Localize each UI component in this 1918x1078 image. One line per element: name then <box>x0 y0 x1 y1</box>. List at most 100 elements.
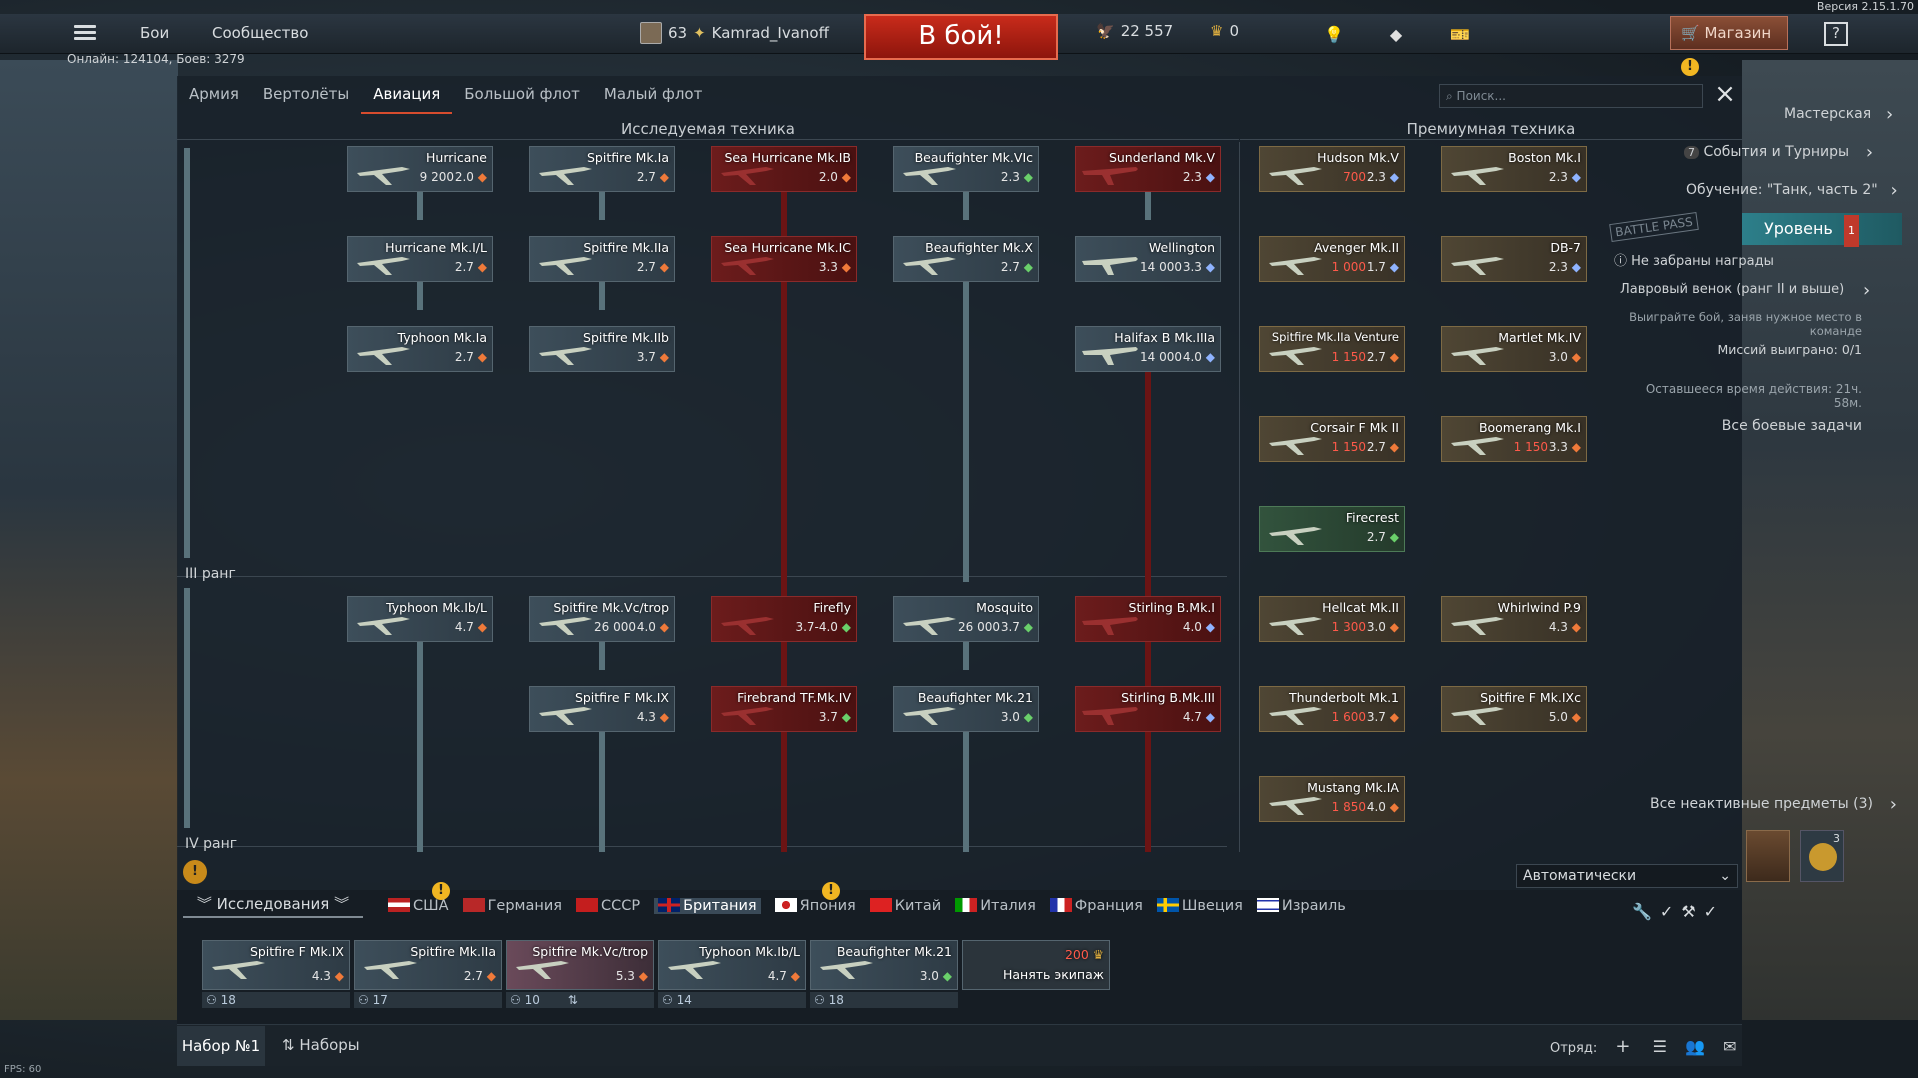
help-button[interactable]: ? <box>1824 22 1848 46</box>
research-toggle[interactable]: ︾ Исследования ︾ <box>183 890 363 918</box>
tab-army[interactable]: Армия <box>189 85 239 103</box>
unclaimed-rewards[interactable]: ⓘ Не забраны награды <box>1614 254 1774 269</box>
decal-icon[interactable]: ◆ <box>1389 24 1403 44</box>
plane-icon <box>1269 257 1322 275</box>
country-italy[interactable]: Италия <box>955 898 1036 914</box>
tab-helicopters[interactable]: Вертолёты <box>262 85 350 103</box>
nav-battles[interactable]: Бои <box>140 24 170 42</box>
country-france[interactable]: Франция <box>1049 898 1143 914</box>
country-japan[interactable]: Япония <box>774 898 856 914</box>
menu-icon[interactable] <box>74 25 96 41</box>
lightbulb-icon[interactable]: 💡 <box>1324 24 1344 44</box>
workshop-link[interactable]: Мастерская› <box>1784 104 1894 125</box>
avatar <box>640 22 662 44</box>
plane-icon <box>1269 617 1322 635</box>
close-icon[interactable]: × <box>1714 79 1736 109</box>
country-china[interactable]: Китай <box>869 898 941 914</box>
nav-community[interactable]: Сообщество <box>212 24 309 42</box>
section-divider <box>1239 142 1240 852</box>
hire-crew-slot[interactable]: 200 ♛Нанять экипаж <box>962 940 1110 1012</box>
country-sweden[interactable]: Швеция <box>1156 898 1243 914</box>
list-icon[interactable]: ☰ <box>1652 1037 1667 1056</box>
item-slot-booster[interactable] <box>1746 830 1790 882</box>
shop-button[interactable]: 🛒 Магазин ! <box>1670 16 1788 76</box>
presets-button[interactable]: ⇅ Наборы <box>282 1036 360 1054</box>
mail-icon[interactable]: ✉ <box>1723 1037 1737 1056</box>
country-ussr[interactable]: СССР <box>575 898 640 914</box>
training-link[interactable]: Обучение: "Танк, часть 2"› <box>1686 180 1898 201</box>
missions-progress: Миссий выиграно: 0/1 <box>1717 342 1862 357</box>
chevron-right-icon: › <box>1889 794 1897 815</box>
laurel-task[interactable]: Лавровый венок (ранг II и выше)› <box>1620 280 1871 301</box>
add-icon[interactable]: + <box>1615 1036 1631 1057</box>
search-input[interactable]: ⌕ Поиск... <box>1439 84 1703 108</box>
coupon-icon[interactable]: 🎫 <box>1450 24 1470 44</box>
tab-coastal-fleet[interactable]: Малый флот <box>603 85 703 103</box>
warning-icon[interactable]: ! <box>183 860 207 884</box>
tab-bluewater-fleet[interactable]: Большой флот <box>464 85 580 103</box>
plane-icon <box>357 617 410 635</box>
squad-controls: Отряд: + ☰ 👥 ✉ <box>1550 1036 1737 1057</box>
item-slot-medal[interactable]: 3 <box>1800 830 1844 882</box>
preset-button[interactable]: Набор №1 <box>177 1026 265 1066</box>
events-link[interactable]: 7 События и Турниры› <box>1684 142 1873 163</box>
country-israel[interactable]: Израиль <box>1256 898 1346 914</box>
tree-connector <box>417 192 423 220</box>
battlepass-level-button[interactable]: Уровень 1 <box>1742 213 1902 247</box>
country-germany[interactable]: Германия <box>462 898 562 914</box>
country-usa[interactable]: США <box>388 898 449 914</box>
plane-icon <box>721 257 774 275</box>
country-britain[interactable]: Британия <box>654 898 761 914</box>
battle-button[interactable]: В бой! <box>864 14 1058 60</box>
contacts-icon[interactable]: 👥 <box>1685 1037 1706 1056</box>
inactive-items-link[interactable]: Все неактивные предметы (3)› <box>1650 794 1897 815</box>
player-info[interactable]: 63 ✦ Kamrad_Ivanoff <box>640 22 829 44</box>
crew-tools[interactable]: 🔧✓⚒✓ <box>1632 902 1725 921</box>
auto-preset-select[interactable]: Автоматически⌄ <box>1516 864 1738 888</box>
all-tasks-link[interactable]: Все боевые задачи <box>1721 418 1862 434</box>
tab-aviation[interactable]: Авиация <box>361 76 453 114</box>
crew-level: ⚇ 14 <box>658 992 806 1008</box>
